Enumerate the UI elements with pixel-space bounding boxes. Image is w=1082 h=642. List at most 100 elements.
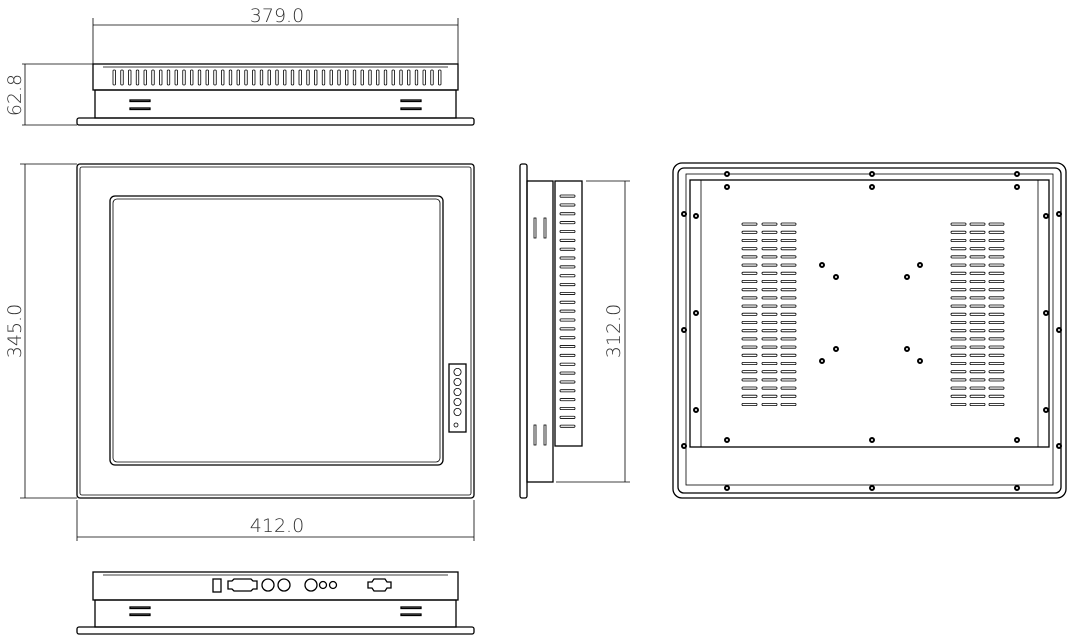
vent-slot [761, 378, 778, 382]
vent-slot [780, 238, 797, 242]
vent-slot [780, 337, 797, 341]
vent-slot [741, 304, 758, 308]
vent-slot [950, 361, 967, 365]
vent-slot [438, 69, 442, 86]
screw-holes [681, 171, 1062, 491]
vent-slot [969, 378, 986, 382]
vent-slot [761, 288, 778, 292]
vent-slot [988, 402, 1005, 406]
vent-slot [761, 255, 778, 259]
vent-slot [559, 238, 576, 242]
vent-slot [559, 327, 576, 331]
vent-slot [761, 370, 778, 374]
vent-slot [780, 329, 797, 333]
vent-slot [950, 320, 967, 324]
vent-slot [190, 69, 194, 86]
vent-slot [376, 69, 380, 86]
vent-slot [283, 69, 287, 86]
vent-slot [741, 353, 758, 357]
vent-slot [969, 353, 986, 357]
vent-slot [159, 69, 163, 86]
front-buttons [453, 367, 462, 428]
screw-hole [917, 262, 923, 268]
vent-slot [950, 263, 967, 267]
vent-slot [988, 345, 1005, 349]
vent-slot [741, 312, 758, 316]
vent-slot [969, 361, 986, 365]
vent-slot [988, 329, 1005, 333]
dimension-label-62-8: 62.8 [4, 74, 26, 116]
vent-slot [213, 69, 217, 86]
vent-slot [761, 304, 778, 308]
vent-slot [761, 402, 778, 406]
vent-slot [761, 271, 778, 275]
vent-slot [950, 329, 967, 333]
front-button [453, 367, 462, 376]
vent-slot [969, 386, 986, 390]
vent-slot [329, 69, 333, 86]
front-button [453, 407, 462, 416]
vent-slot [780, 370, 797, 374]
vent-slot [559, 380, 576, 384]
bottom-view [76, 571, 475, 635]
vent-slot [780, 288, 797, 292]
vent-slot [407, 69, 411, 86]
screw-hole [693, 213, 699, 219]
vent-slot [383, 69, 388, 86]
vent-slot [559, 389, 576, 393]
vent-slot [780, 394, 797, 398]
vent-slot [969, 394, 986, 398]
vent-slot [741, 394, 758, 398]
vent-slot [988, 247, 1005, 251]
latch-slot [129, 99, 151, 103]
front-view: 345.0 412.0 [4, 163, 475, 541]
vent-slot [761, 263, 778, 267]
vent-slot [988, 370, 1005, 374]
vent-slot [950, 370, 967, 374]
vent-slot [761, 279, 778, 283]
screw-hole [1014, 437, 1020, 443]
vent-slot [988, 222, 1005, 226]
vent-slot [950, 386, 967, 390]
screw-hole [724, 437, 730, 443]
vent-slot [950, 247, 967, 251]
vent-slot [761, 247, 778, 251]
vent-slot [741, 238, 758, 242]
vent-slot [559, 229, 576, 233]
vent-slot [780, 320, 797, 324]
vent-slot [205, 69, 209, 86]
vent-slot [969, 345, 986, 349]
vent-slot [275, 69, 279, 86]
vent-slot [988, 394, 1005, 398]
vent-slot [950, 238, 967, 242]
front-button [453, 377, 462, 386]
vent-slot [780, 304, 797, 308]
vent-slot [969, 247, 986, 251]
vent-slot [741, 320, 758, 324]
vent-slot [950, 230, 967, 234]
vent-slot [143, 69, 147, 86]
screw-hole [917, 358, 923, 364]
io-ports [212, 578, 392, 593]
vent-slot [559, 424, 576, 428]
vent-slot [128, 69, 132, 86]
vent-slot [988, 378, 1005, 382]
vent-slot [244, 69, 248, 86]
screw-hole [724, 485, 730, 491]
button-panel [448, 363, 467, 433]
vent-slot [969, 337, 986, 341]
latch-slots [129, 606, 422, 617]
vent-slot [741, 370, 758, 374]
vent-slot [741, 230, 758, 234]
vent-slot [741, 288, 758, 292]
vent-slot [950, 353, 967, 357]
screw-hole [693, 310, 699, 316]
vent-slot [780, 353, 797, 357]
vent-slot [969, 222, 986, 226]
vent-slot [298, 69, 302, 86]
vent-slot [969, 288, 986, 292]
vent-slot [360, 69, 364, 86]
vent-slot [950, 304, 967, 308]
vent-slot [969, 263, 986, 267]
